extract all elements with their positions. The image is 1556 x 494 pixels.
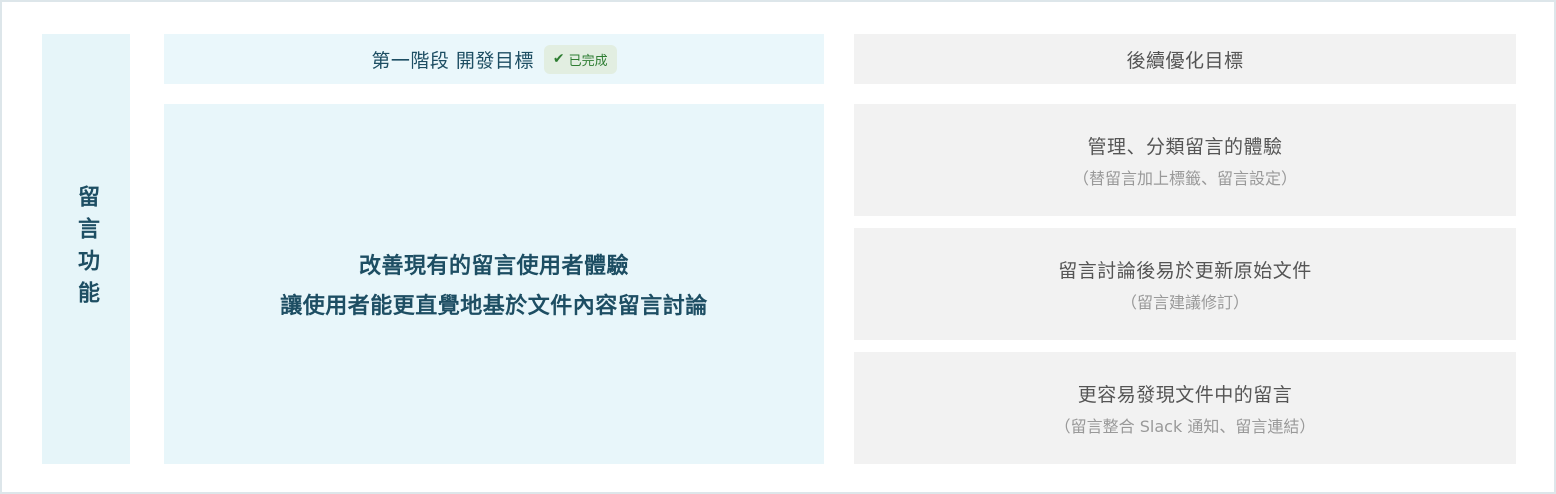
completed-badge-label: 已完成 bbox=[568, 53, 608, 69]
phase1-goal-line-2: 讓使用者能更直覺地基於文件內容留言討論 bbox=[280, 294, 708, 319]
row-label-comment-feature: 留言功能 bbox=[42, 34, 130, 464]
future-goal-title: 留言討論後易於更新原始文件 bbox=[1058, 259, 1312, 282]
completed-badge: ✔ 已完成 bbox=[543, 44, 617, 74]
future-goal-detail: （替留言加上標籤、留言設定） bbox=[1072, 168, 1297, 188]
phase1-header-title: 第一階段 開發目標 bbox=[371, 49, 534, 72]
check-icon: ✔ bbox=[552, 51, 565, 67]
future-header-title: 後續優化目標 bbox=[1126, 49, 1244, 72]
phase1-header: 第一階段 開發目標 ✔ 已完成 bbox=[164, 34, 824, 84]
future-goal-title: 更容易發現文件中的留言 bbox=[1077, 383, 1293, 406]
future-goal-card: 管理、分類留言的體驗 （替留言加上標籤、留言設定） bbox=[854, 104, 1516, 216]
future-goal-title: 管理、分類留言的體驗 bbox=[1087, 135, 1283, 158]
phase1-goal-card: 改善現有的留言使用者體驗 讓使用者能更直覺地基於文件內容留言討論 bbox=[164, 104, 824, 464]
future-goal-detail: （留言整合 Slack 通知、留言連結） bbox=[1054, 416, 1316, 436]
future-goal-detail: （留言建議修訂） bbox=[1120, 292, 1249, 312]
future-goal-card: 留言討論後易於更新原始文件 （留言建議修訂） bbox=[854, 228, 1516, 340]
future-header: 後續優化目標 bbox=[854, 34, 1516, 84]
phase1-goal-line-1: 改善現有的留言使用者體驗 bbox=[358, 254, 629, 279]
future-goal-card: 更容易發現文件中的留言 （留言整合 Slack 通知、留言連結） bbox=[854, 352, 1516, 464]
row-label-text: 留言功能 bbox=[74, 185, 99, 313]
